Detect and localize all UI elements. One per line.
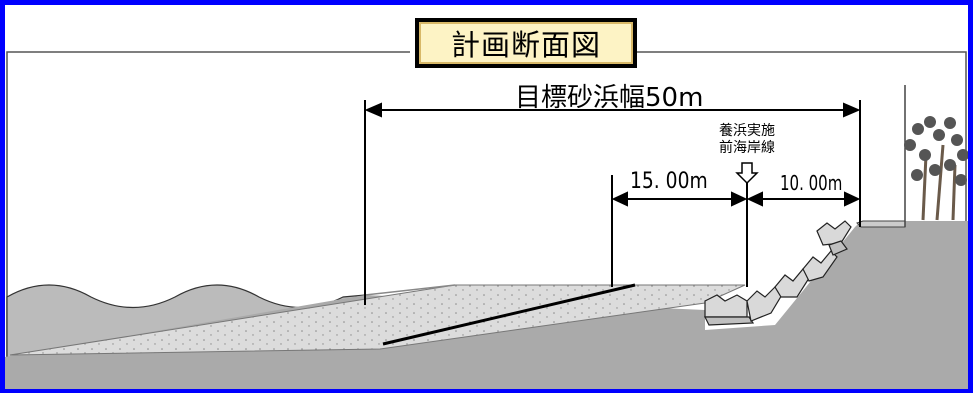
width-15-label: 15. 00m [630,169,708,194]
slope-line [382,283,636,346]
frame-line [6,51,410,389]
target-width-label: 目標砂浜幅50m [515,83,704,113]
cross-section-diagram [5,51,968,389]
shoreline-note: 養浜実施 前海岸線 [697,123,797,157]
dimension-lines [364,100,861,305]
sand-surface-line [364,284,456,296]
width-10-label: 10. 00m [780,171,843,195]
shoreline-note-line2: 前海岸線 [719,140,775,156]
tree-icons [904,116,968,221]
seawall-top [856,220,906,228]
title-box: 計画断面図 [415,18,637,68]
armor-blocks [704,220,852,326]
page-title: 計画断面図 [419,22,633,64]
shoreline-note-line1: 養浜実施 [719,123,775,139]
down-arrow-icon [735,162,759,185]
diagram-frame: 計画断面図 目標砂浜幅50m 15. 00m 10. 00m 養浜実施 前海岸線 [5,5,968,389]
